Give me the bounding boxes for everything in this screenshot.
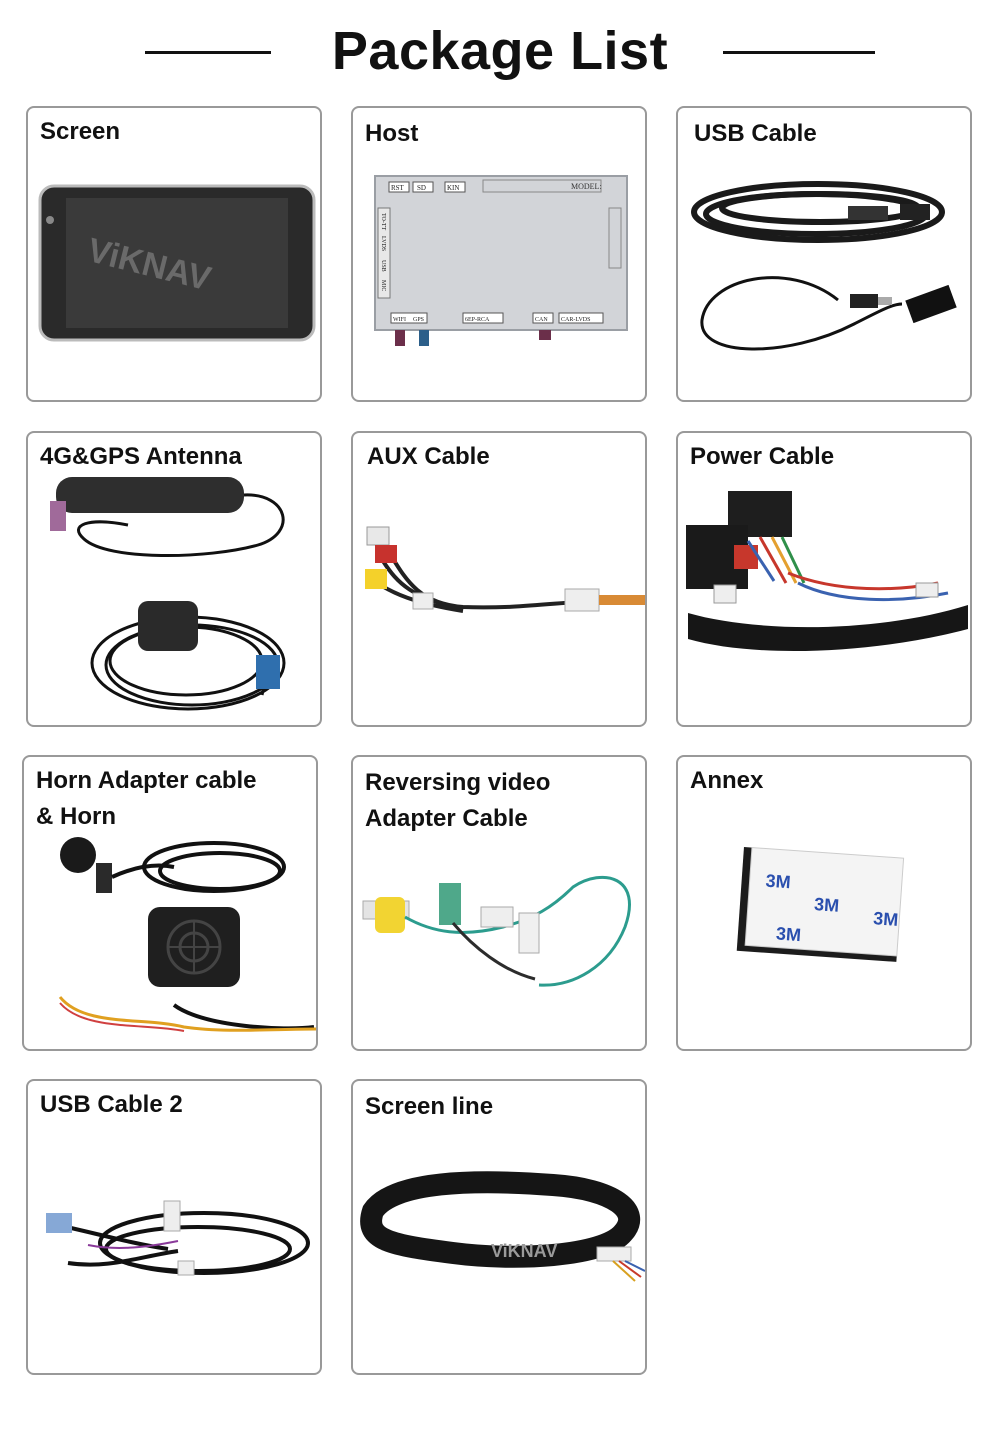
host-port-rst: RST <box>391 184 405 192</box>
package-item-screen: Screen ViKNAV <box>26 106 322 402</box>
power-harness-image <box>686 491 968 652</box>
title-row: Package List <box>0 18 1000 88</box>
page-title: Package List <box>331 21 669 81</box>
tape-label: 3M <box>813 894 839 916</box>
tape-label: 3M <box>775 923 801 945</box>
host-port-car-lvds: CAR-LVDS <box>561 317 590 323</box>
package-item-power-cable: Power Cable <box>676 431 972 727</box>
aux-cable-image <box>365 526 645 613</box>
package-item-usb-cable: USB Cable <box>676 106 972 402</box>
title-divider-left <box>145 51 271 54</box>
item-label: Annex <box>690 767 764 794</box>
package-item-aux-cable: AUX Cable <box>351 431 647 727</box>
host-model-label: MODEL: <box>571 182 602 191</box>
host-port-gps: GPS <box>413 317 424 323</box>
item-label: Host <box>365 120 419 147</box>
item-label: 4G&GPS Antenna <box>40 443 242 470</box>
host-port-6ep-rca: 6EP-RCA <box>465 317 490 323</box>
tape-pad-image: 3M 3M 3M 3M <box>736 846 905 962</box>
item-label: Screen <box>40 118 121 145</box>
title-divider-right <box>723 51 875 54</box>
host-box-image: MODEL: RST SD KIN TO-TT LVDS USB MIC WIF… <box>374 175 628 346</box>
tape-label: 3M <box>765 871 791 893</box>
package-item-host: Host MODEL: RST SD KIN TO-TT LVDS USB MI… <box>351 106 647 402</box>
tablet-screen-image: ViKNAV <box>38 184 316 342</box>
tape-label: 3M <box>873 908 899 930</box>
host-port-lvds-left: LVDS <box>380 236 386 251</box>
host-port-can: CAN <box>535 317 548 323</box>
item-label: USB Cable 2 <box>40 1091 183 1118</box>
package-item-reversing-cable: Reversing video Adapter Cable <box>351 755 647 1051</box>
package-item-annex: Annex 3M 3M 3M 3M <box>676 755 972 1051</box>
item-label: AUX Cable <box>367 443 490 470</box>
item-label: Reversing video Adapter Cable <box>365 769 551 832</box>
reversing-cable-image <box>362 875 631 987</box>
host-port-sd: SD <box>417 184 426 192</box>
item-label: Screen line <box>365 1093 494 1120</box>
host-port-to-tt: TO-TT <box>380 213 386 231</box>
item-label: Power Cable <box>690 443 835 470</box>
antenna-image <box>50 477 286 711</box>
package-item-usb-cable-2: USB Cable 2 <box>26 1079 322 1375</box>
host-port-kin: KIN <box>447 184 459 192</box>
host-port-usb: USB <box>380 260 386 272</box>
usb-cable-2-image <box>46 1200 310 1276</box>
brand-watermark: ViKNAV <box>491 1241 557 1261</box>
package-item-horn-adapter: Horn Adapter cable & Horn <box>22 755 318 1051</box>
item-label: Horn Adapter cable & Horn <box>36 767 257 830</box>
package-item-screen-line: Screen line ViKNAV <box>351 1079 647 1375</box>
host-port-wifi: WIFI <box>393 317 406 323</box>
package-item-antenna: 4G&GPS Antenna <box>26 431 322 727</box>
horn-adapter-image <box>58 837 316 1032</box>
screen-line-image: ViKNAV <box>360 1171 645 1282</box>
item-label: USB Cable <box>694 120 817 147</box>
usb-cable-image <box>691 181 957 351</box>
host-port-mic: MIC <box>380 280 386 291</box>
